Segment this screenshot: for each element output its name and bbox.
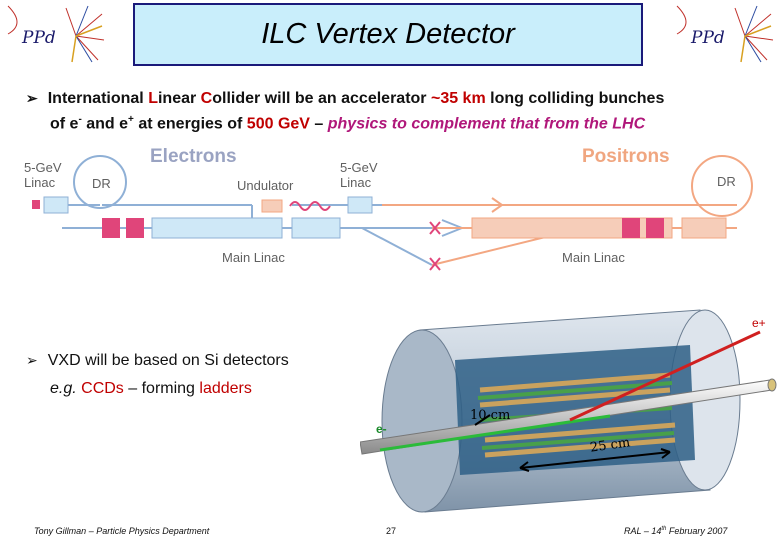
label-line: Linac: [24, 175, 56, 190]
dr-right-label: DR: [717, 174, 736, 189]
footer-author: Tony Gillman – Particle Physics Departme…: [34, 526, 210, 536]
label-line: Linac: [340, 175, 372, 190]
source-marker: [32, 200, 40, 209]
eminus-label: e-: [376, 422, 387, 436]
text: inear: [157, 90, 201, 107]
bullet-vxd-line2: e.g. CCDs – forming ladders: [50, 378, 252, 399]
text-highlight: C: [200, 90, 213, 107]
text: at energies of: [133, 115, 247, 133]
linac-block: [291, 217, 341, 239]
undulator-label: Undulator: [237, 178, 294, 193]
bullet-arrow-icon: ➢: [26, 352, 38, 368]
undulator-block: [261, 199, 283, 213]
magnet-block: [646, 218, 664, 238]
bullet-accelerator-line2: of e- and e+ at energies of 500 GeV – ph…: [50, 109, 645, 134]
linac-block: [681, 217, 727, 239]
main-linac-left-label: Main Linac: [222, 250, 285, 265]
linac-block: [347, 196, 373, 214]
text: long colliding bunches: [485, 90, 665, 107]
positron-beam: [569, 330, 761, 422]
electrons-label: Electrons: [150, 146, 237, 167]
page-title: ILC Vertex Detector: [261, 18, 515, 50]
superscript: th: [661, 526, 667, 532]
title-box: ILC Vertex Detector: [133, 3, 643, 66]
radius-10cm-label: 10 cm: [470, 408, 511, 423]
superscript: +: [128, 114, 134, 125]
text: and e: [81, 115, 129, 133]
bullet-arrow-icon: ➢: [26, 90, 38, 106]
text-highlight: 500 GeV: [246, 115, 310, 133]
linac-block: [43, 196, 69, 214]
text: ollider will be an accelerator: [212, 90, 431, 107]
particle-burst-icon: [7, 5, 105, 63]
text: e.g.: [50, 380, 82, 397]
magnet-block: [126, 218, 144, 238]
dr-left-label: DR: [92, 176, 111, 191]
text: February 2007: [666, 526, 728, 536]
magnet-block: [622, 218, 640, 238]
main-linac-positron: [471, 217, 673, 239]
electron-damping-ring: [73, 155, 127, 209]
linac-left-label: 5-GeV Linac: [24, 160, 62, 190]
label-line: 5-GeV: [340, 160, 378, 175]
text: –: [309, 115, 328, 133]
bullet-accelerator: ➢ International Linear Collider will be a…: [26, 88, 664, 109]
text-highlight: L: [148, 90, 158, 107]
eplus-label: e+: [752, 316, 766, 330]
text-highlight: ladders: [199, 380, 252, 397]
vertex-detector-graphic: [359, 309, 777, 513]
text: International: [47, 90, 149, 107]
label-line: 5-GeV: [24, 160, 62, 175]
text: – forming: [123, 380, 200, 397]
logo-text: PPd: [691, 28, 725, 48]
text: RAL – 14: [624, 526, 662, 536]
logo-left: PPd: [6, 4, 106, 64]
bullet-vxd: ➢ VXD will be based on Si detectors: [26, 350, 289, 371]
logo-right: PPd: [675, 4, 775, 64]
positron-damping-ring: [691, 155, 753, 217]
main-linac-right-label: Main Linac: [562, 250, 625, 265]
magnet-block: [102, 218, 120, 238]
text: VXD will be based on Si detectors: [47, 352, 289, 369]
logo-text: PPd: [22, 28, 56, 48]
footer-page-number: 27: [386, 526, 397, 536]
footer-date: RAL – 14th February 2007: [624, 526, 727, 536]
particle-burst-icon: [676, 5, 774, 63]
text-highlight: ~35 km: [430, 90, 486, 107]
electron-beam: [379, 414, 611, 452]
superscript: -: [78, 114, 82, 125]
main-linac-electron: [151, 217, 283, 239]
positrons-label: Positrons: [582, 146, 670, 167]
ilc-schematic: [32, 155, 753, 271]
text-highlight: CCDs: [81, 380, 124, 397]
text: of e: [50, 115, 79, 133]
text-emphasis: physics to complement that from the LHC: [327, 115, 646, 133]
undulator-wiggle: [289, 201, 331, 211]
linac-mid-label: 5-GeV Linac: [340, 160, 378, 190]
ilc-diagram: Electrons Positrons 5-GeV Linac DR Undul…: [22, 140, 762, 275]
detector-illustration: e+ e- 10 cm 25 cm: [359, 290, 780, 518]
